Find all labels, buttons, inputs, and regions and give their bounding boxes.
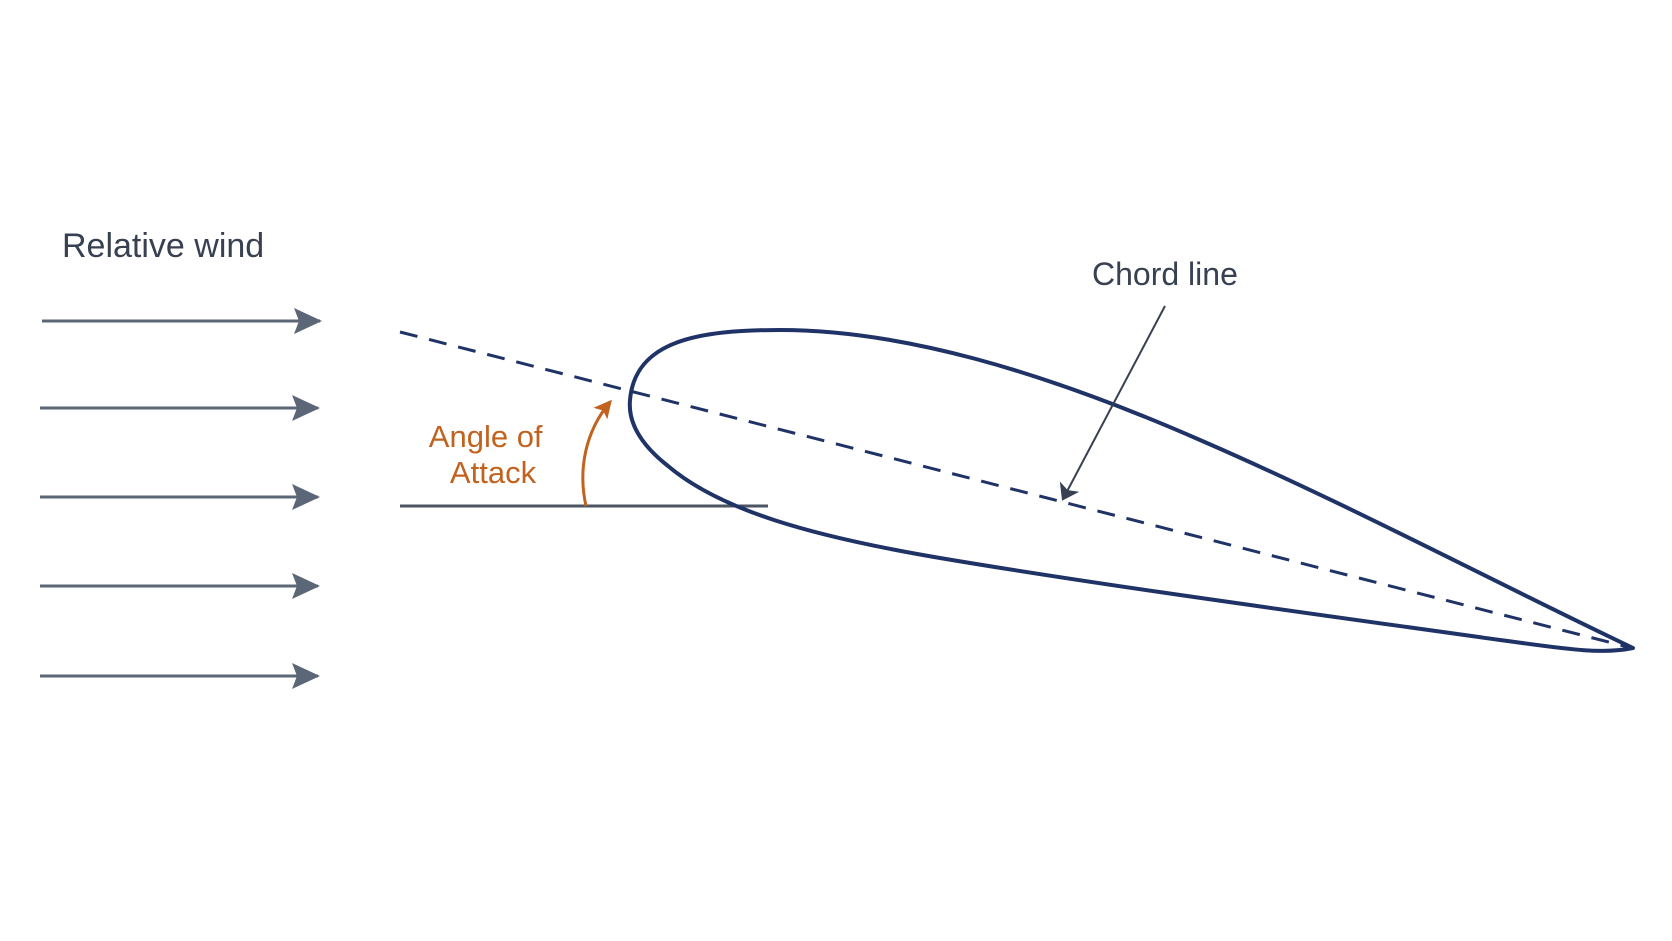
angle-of-attack-arc [581, 399, 612, 507]
angle-of-attack-label: Angle of Attack [429, 419, 551, 490]
chord-line [399, 330, 1629, 649]
relative-wind-arrows [40, 308, 322, 689]
airfoil-outline [627, 328, 1635, 653]
chord-line-label: Chord line [1092, 256, 1238, 292]
chord-line-pointer [1059, 305, 1166, 501]
angle-of-attack-label-line2: Attack [450, 455, 537, 490]
angle-of-attack-label-line1: Angle of [429, 419, 543, 454]
relative-wind-label: Relative wind [62, 227, 264, 265]
